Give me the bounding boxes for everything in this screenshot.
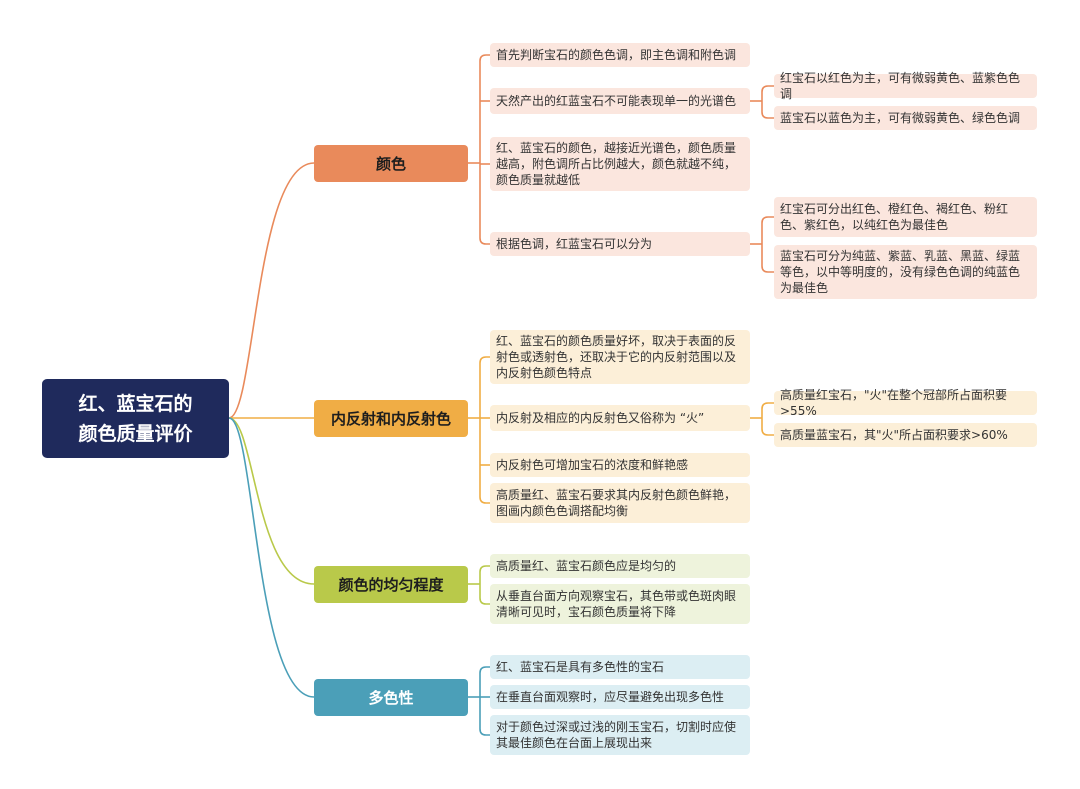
leaf-reflection-1[interactable]: 红、蓝宝石的颜色质量好坏，取决于表面的反射色或透射色，还取决于它的内反射范围以及… <box>490 330 750 384</box>
root-node[interactable]: 红、蓝宝石的 颜色质量评价 <box>42 379 229 458</box>
branch-to-leaf-line <box>479 584 490 605</box>
branch-to-leaf-line <box>479 418 490 504</box>
leaf-to-subleaf-line <box>761 101 774 119</box>
leaf-reflection-3[interactable]: 内反射色可增加宝石的浓度和鲜艳感 <box>490 453 750 477</box>
leaf-uniformity-1[interactable]: 高质量红、蓝宝石颜色应是均匀的 <box>490 554 750 578</box>
branch-to-leaf-line <box>479 697 490 736</box>
leaf-color-2[interactable]: 天然产出的红蓝宝石不可能表现单一的光谱色 <box>490 88 750 114</box>
branch-to-leaf-line <box>479 666 490 697</box>
leaf-color-4-1[interactable]: 红宝石可分出红色、橙红色、褐红色、粉红色、紫红色，以纯红色为最佳色 <box>774 197 1037 237</box>
branch-to-leaf-line <box>479 54 490 163</box>
leaf-reflection-4[interactable]: 高质量红、蓝宝石要求其内反射色颜色鲜艳，图画内颜色色调搭配均衡 <box>490 483 750 523</box>
leaf-color-3[interactable]: 红、蓝宝石的颜色，越接近光谱色，颜色质量越高，附色调所占比例越大，颜色就越不纯，… <box>490 137 750 191</box>
leaf-to-subleaf-line <box>761 216 774 244</box>
leaf-color-2-1[interactable]: 红宝石以红色为主，可有微弱黄色、蓝紫色色调 <box>774 71 1037 101</box>
leaf-to-subleaf-line <box>761 402 774 418</box>
leaf-reflection-2[interactable]: 内反射及相应的内反射色又俗称为 “火” <box>490 405 750 431</box>
leaf-reflection-2-1[interactable]: 高质量红宝石，"火"在整个冠部所占面积要>55% <box>774 388 1037 418</box>
branch-internal-reflection[interactable]: 内反射和内反射色 <box>314 400 468 437</box>
branch-color[interactable]: 颜色 <box>314 145 468 182</box>
leaf-color-4[interactable]: 根据色调，红蓝宝石可以分为 <box>490 232 750 256</box>
branch-to-leaf-line <box>479 163 490 245</box>
branch-color-uniformity[interactable]: 颜色的均匀程度 <box>314 566 468 603</box>
leaf-to-subleaf-line <box>761 85 774 101</box>
branch-pleochroism[interactable]: 多色性 <box>314 679 468 716</box>
root-to-branch-line <box>228 162 315 419</box>
leaf-to-subleaf-line <box>761 244 774 273</box>
root-to-branch-line <box>228 417 315 585</box>
leaf-color-1[interactable]: 首先判断宝石的颜色色调，即主色调和附色调 <box>490 43 750 67</box>
leaf-pleochroism-1[interactable]: 红、蓝宝石是具有多色性的宝石 <box>490 655 750 679</box>
leaf-reflection-2-2[interactable]: 高质量蓝宝石，其"火"所占面积要求>60% <box>774 423 1037 447</box>
leaf-color-2-2[interactable]: 蓝宝石以蓝色为主，可有微弱黄色、绿色色调 <box>774 106 1037 130</box>
branch-to-leaf-line <box>479 356 490 418</box>
leaf-color-4-2[interactable]: 蓝宝石可分为纯蓝、紫蓝、乳蓝、黑蓝、绿蓝等色，以中等明度的，没有绿色色调的纯蓝色… <box>774 245 1037 299</box>
leaf-uniformity-2[interactable]: 从垂直台面方向观察宝石，其色带或色斑肉眼清晰可见时，宝石颜色质量将下降 <box>490 584 750 624</box>
branch-to-leaf-line <box>479 565 490 584</box>
root-to-branch-line <box>228 417 315 698</box>
leaf-pleochroism-2[interactable]: 在垂直台面观察时，应尽量避免出现多色性 <box>490 685 750 709</box>
leaf-to-subleaf-line <box>761 418 774 436</box>
leaf-pleochroism-3[interactable]: 对于颜色过深或过浅的刚玉宝石，切割时应使其最佳颜色在台面上展现出来 <box>490 715 750 755</box>
